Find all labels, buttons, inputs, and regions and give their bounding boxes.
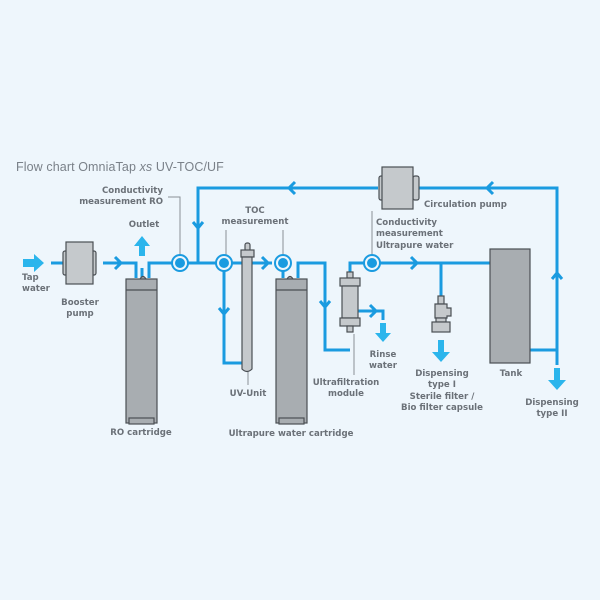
pipe-recirc-return	[196, 186, 378, 263]
label-ro-cartridge: RO cartridge	[110, 428, 171, 439]
label-toc-measurement: TOC measurement	[222, 206, 289, 229]
label-dispensing-type1: Dispensing type I Sterile filter / Bio f…	[401, 369, 483, 415]
label-line: Conductivity	[101, 186, 163, 196]
label-conductivity-ultrapure: Conductivity measurement Ultrapure water	[376, 218, 453, 252]
title-suffix: UV-TOC/UF	[152, 160, 224, 174]
flow-arrow	[217, 307, 231, 317]
dispense-type2-arrow	[548, 368, 566, 390]
label-line: Sterile filter /	[409, 391, 475, 402]
label-line: RO cartridge	[110, 428, 172, 438]
circulation-pump	[378, 166, 420, 210]
label-ultrapure-cartridge: Ultrapure water cartridge	[229, 429, 354, 440]
label-line: TOC	[245, 206, 265, 216]
label-circulation-pump: Circulation pump	[424, 200, 507, 211]
pipe-ro-permeate	[147, 261, 272, 278]
rinse-water-arrow	[375, 323, 391, 342]
label-line: Dispensing	[415, 369, 469, 379]
conductivity-sensor-ultrapure	[363, 254, 381, 272]
flow-arrow	[368, 303, 379, 319]
diagram-title: Flow chart OmniaTap xs UV-TOC/UF	[16, 160, 224, 174]
label-line: measurement RO	[79, 197, 163, 208]
flow-arrow	[484, 180, 495, 196]
toc-sensor-outlet	[274, 254, 292, 272]
label-line: module	[328, 389, 364, 400]
flow-arrow	[191, 221, 205, 231]
tap-water-inlet-arrow	[23, 254, 44, 272]
dispense-type1-arrow	[432, 340, 450, 362]
label-line: Circulation pump	[424, 200, 507, 210]
leader-conductivity-ro	[168, 196, 181, 255]
label-line: Ultrafiltration	[312, 378, 380, 388]
label-line: type I	[428, 380, 456, 391]
pipe-uf-rinse	[358, 309, 385, 320]
sterile-filter-dispenser	[431, 295, 452, 333]
label-dispensing-type2: Dispensing type II	[525, 398, 579, 421]
label-outlet: Outlet	[129, 220, 159, 231]
label-tap-water: Tap water	[22, 273, 50, 296]
label-booster-pump: Booster pump	[61, 298, 99, 321]
label-line: Ultrapure water	[376, 240, 454, 251]
label-rinse-water: Rinse water	[369, 350, 397, 373]
label-line: water	[22, 284, 50, 295]
tank	[489, 248, 531, 364]
label-ultrafiltration-module: Ultrafiltration module	[313, 378, 380, 401]
label-line: Ultrapure water cartridge	[228, 429, 354, 439]
flow-arrow	[260, 255, 271, 271]
label-line: Outlet	[128, 220, 160, 230]
label-line: Booster	[61, 298, 99, 308]
flow-arrows	[113, 180, 564, 319]
conductivity-sensor-ro	[171, 254, 189, 272]
flow-arrow	[318, 300, 332, 310]
ultrapure-water-cartridge	[275, 275, 308, 425]
label-line: measurement	[221, 217, 289, 228]
label-line: pump	[66, 309, 94, 320]
label-line: Rinse	[369, 350, 397, 360]
ro-cartridge	[125, 275, 158, 425]
io-arrows	[23, 236, 566, 390]
ultrafiltration-module	[339, 271, 361, 333]
booster-pump	[62, 241, 97, 285]
pipe-recirc-from-tank	[404, 186, 559, 350]
label-tank: Tank	[500, 369, 522, 380]
label-line: Tap	[22, 273, 39, 283]
pipe-upw-to-uf	[296, 261, 350, 352]
title-italic: xs	[139, 160, 153, 174]
label-line: measurement	[376, 229, 443, 240]
label-line: Conductivity	[376, 218, 438, 228]
flow-arrow	[286, 180, 297, 196]
uv-unit	[240, 242, 255, 373]
toc-sensor-inlet	[215, 254, 233, 272]
pipe-to-uv	[222, 263, 242, 365]
label-line: Dispensing	[525, 398, 579, 408]
outlet-arrow	[134, 236, 150, 256]
label-uv-unit: UV-Unit	[230, 389, 267, 400]
pipe-booster-to-ro	[103, 261, 138, 278]
title-prefix: Flow chart OmniaTap	[16, 160, 140, 174]
label-conductivity-ro: Conductivity measurement RO	[79, 186, 163, 209]
pipe-uf-to-tank	[348, 261, 490, 272]
label-line: UV-Unit	[229, 389, 267, 399]
flow-arrow	[550, 270, 564, 280]
flow-arrow	[113, 255, 124, 271]
label-line: water	[369, 361, 397, 372]
label-line: Bio filter capsule	[401, 403, 483, 414]
label-line: type II	[536, 409, 568, 420]
flow-arrow	[409, 255, 420, 271]
label-line: Tank	[499, 369, 523, 379]
